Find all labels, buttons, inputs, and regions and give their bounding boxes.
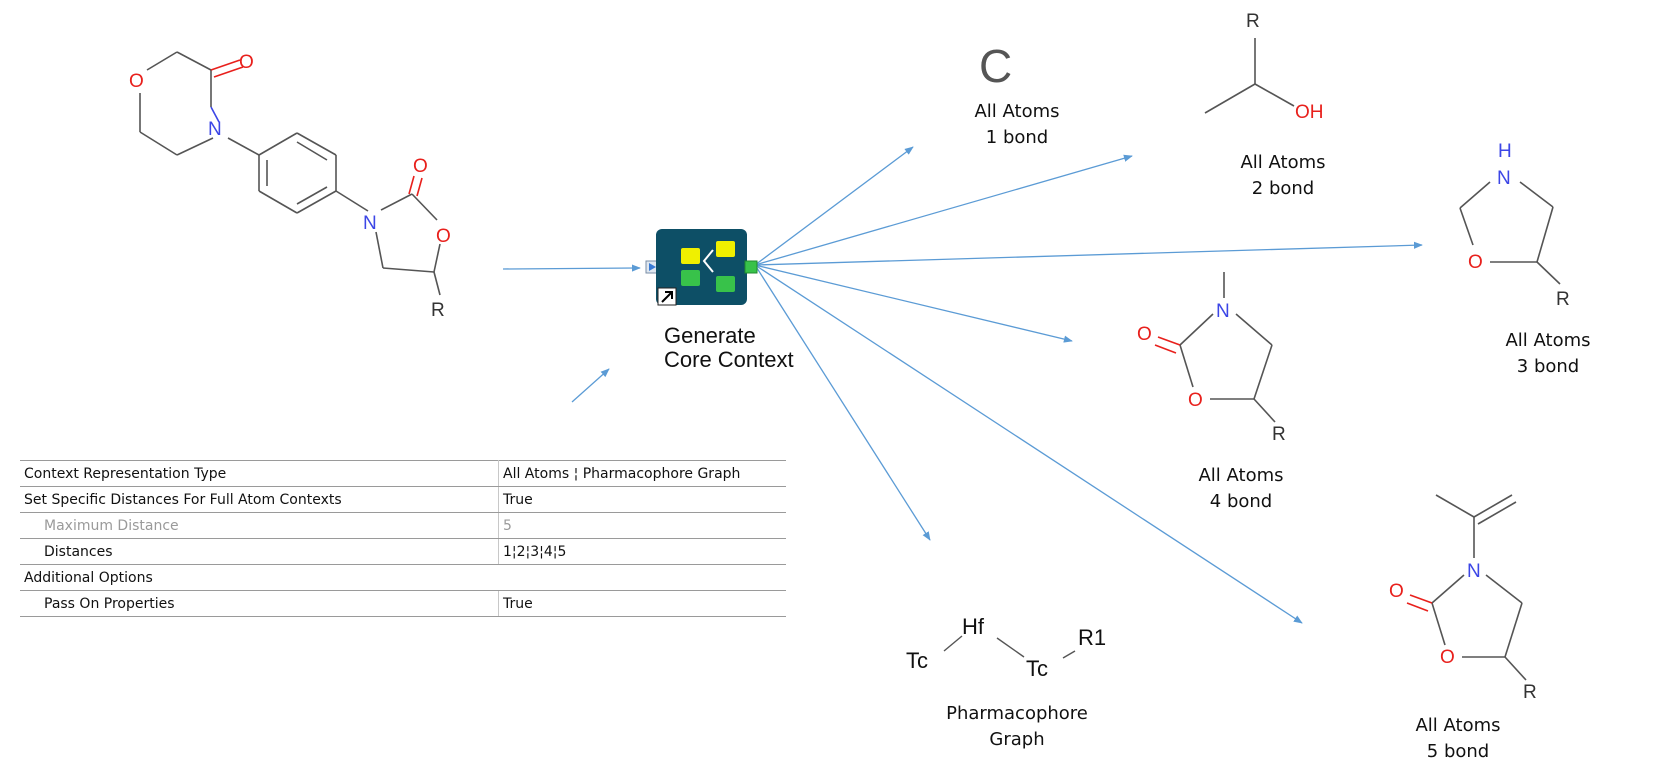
generate-core-context-node[interactable] (645, 229, 758, 306)
input-molecule (139, 51, 441, 296)
caption-5-bond: All Atoms 5 bond (1403, 713, 1513, 765)
caption-line: All Atoms (1415, 715, 1501, 736)
property-row[interactable]: Pass On Properties True (20, 590, 786, 617)
pharmacophore-node-tc: Tc (906, 648, 928, 673)
atom-nitrogen: N (363, 213, 377, 234)
output-port[interactable] (744, 260, 758, 274)
node-title: Generate Core Context (664, 324, 794, 372)
caption-line: Pharmacophore (946, 703, 1088, 724)
structure-5-bond (1406, 494, 1527, 681)
caption-line: All Atoms (1198, 465, 1284, 486)
property-key: Pass On Properties (20, 590, 499, 617)
property-key: Maximum Distance (20, 512, 499, 539)
atom-nitrogen: N (1497, 168, 1511, 189)
output-arrow-pharmacophore (754, 264, 931, 541)
property-value[interactable]: True (498, 590, 786, 617)
property-key: Context Representation Type (20, 460, 499, 487)
atom-hydroxyl: OH (1295, 102, 1324, 123)
structure-2-bond (1204, 38, 1295, 114)
property-key: Distances (20, 538, 499, 565)
atom-oxygen: O (239, 52, 254, 73)
atom-r-group: R (1523, 682, 1537, 703)
property-row: Maximum Distance 5 (20, 512, 786, 539)
caption-1-bond: All Atoms 1 bond (962, 99, 1072, 151)
atom-r-group: R (431, 300, 445, 321)
node-title-line: Generate (664, 323, 756, 348)
property-value[interactable]: True (498, 486, 786, 513)
caption-pharmacophore: Pharmacophore Graph (942, 701, 1092, 753)
atom-carbon: C (979, 40, 1012, 92)
node-title-line: Core Context (664, 347, 794, 372)
atom-r-group: R (1272, 424, 1286, 445)
input-arrow (502, 264, 641, 272)
property-value[interactable]: 1¦2¦3¦4¦5 (498, 538, 786, 565)
property-value (498, 564, 786, 591)
caption-line: 1 bond (985, 127, 1049, 148)
pharmacophore-graph (943, 635, 1076, 659)
caption-line: 5 bond (1426, 741, 1490, 762)
pharmacophore-node-hf: Hf (962, 614, 985, 639)
caption-line: Graph (989, 729, 1045, 750)
structure-3-bond (1459, 181, 1561, 285)
property-key: Set Specific Distances For Full Atom Con… (20, 486, 499, 513)
property-value[interactable]: All Atoms ¦ Pharmacophore Graph (498, 460, 786, 487)
atom-r-group: R (1246, 11, 1260, 32)
properties-table: Context Representation Type All Atoms ¦ … (20, 460, 786, 617)
caption-line: All Atoms (1240, 152, 1326, 173)
atom-oxygen: O (1188, 390, 1203, 411)
output-arrow-3-bond (754, 241, 1423, 266)
atom-nitrogen: N (208, 119, 222, 140)
caption-4-bond: All Atoms 4 bond (1186, 463, 1296, 515)
caption-line: All Atoms (1505, 330, 1591, 351)
pharmacophore-node-tc: Tc (1026, 656, 1048, 681)
property-value: 5 (498, 512, 786, 539)
output-arrow-2-bond (754, 154, 1133, 266)
atom-oxygen: O (413, 156, 428, 177)
caption-2-bond: All Atoms 2 bond (1228, 150, 1338, 202)
atom-oxygen: O (1389, 581, 1404, 602)
atom-oxygen: O (436, 226, 451, 247)
output-arrow-4-bond (754, 264, 1073, 343)
output-arrow-5-bond (754, 264, 1303, 624)
atom-nitrogen: N (1216, 301, 1230, 322)
property-row[interactable]: Distances 1¦2¦3¦4¦5 (20, 538, 786, 565)
output-arrow-1-bond (754, 146, 914, 266)
play-icon (649, 263, 656, 271)
caption-line: All Atoms (974, 101, 1060, 122)
caption-3-bond: All Atoms 3 bond (1493, 328, 1603, 380)
atom-r-group: R (1556, 289, 1570, 310)
property-section-header[interactable]: Additional Options (20, 564, 786, 591)
caption-line: 4 bond (1209, 491, 1273, 512)
atom-nitrogen: N (1467, 561, 1481, 582)
property-row[interactable]: Context Representation Type All Atoms ¦ … (20, 460, 786, 487)
pharmacophore-node-r1: R1 (1078, 625, 1106, 650)
atom-oxygen: O (129, 71, 144, 92)
property-key: Additional Options (20, 564, 499, 591)
caption-line: 3 bond (1516, 356, 1580, 377)
settings-arrow (571, 368, 610, 403)
atom-oxygen: O (1468, 252, 1483, 273)
arrows (502, 146, 1423, 624)
atom-oxygen: O (1440, 647, 1455, 668)
structure-4-bond (1154, 272, 1276, 423)
property-row[interactable]: Set Specific Distances For Full Atom Con… (20, 486, 786, 513)
atom-oxygen: O (1137, 324, 1152, 345)
atom-hydrogen: H (1498, 141, 1512, 162)
caption-line: 2 bond (1251, 178, 1315, 199)
